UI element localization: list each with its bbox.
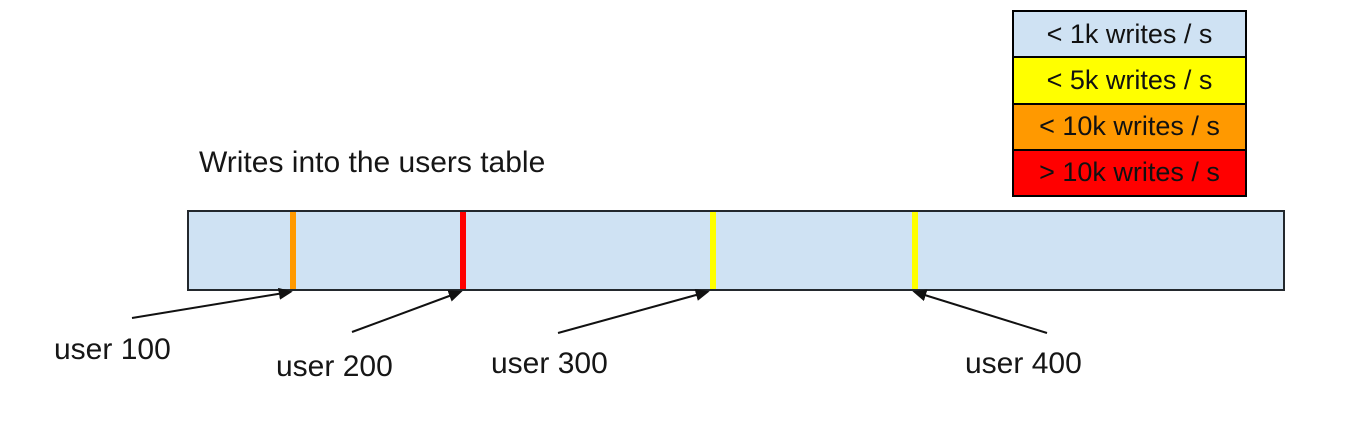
write-hotspot-stripe-user-100	[290, 212, 296, 289]
legend-item-lt-5k: < 5k writes / s	[1014, 58, 1245, 105]
arrow-user-300	[557, 289, 710, 334]
user-100-label: user 100	[54, 333, 171, 366]
users-table-bar	[187, 210, 1285, 291]
arrow-user-400	[912, 289, 1048, 334]
arrow-user-200	[351, 290, 463, 333]
legend-label-lt-10k: < 10k writes / s	[1039, 111, 1220, 142]
user-400-label: user 400	[965, 347, 1082, 380]
legend-item-lt-10k: < 10k writes / s	[1014, 104, 1245, 151]
legend-label-lt-1k: < 1k writes / s	[1046, 18, 1213, 49]
arrow-user-100	[131, 287, 293, 319]
user-300-label: user 300	[491, 347, 608, 380]
legend-item-gt-10k: > 10k writes / s	[1014, 150, 1245, 195]
legend: < 1k writes / s < 5k writes / s < 10k wr…	[1012, 10, 1247, 197]
write-hotspot-stripe-user-400	[912, 212, 918, 289]
user-200-label: user 200	[276, 350, 393, 383]
legend-label-gt-10k: > 10k writes / s	[1039, 157, 1220, 188]
legend-item-lt-1k: < 1k writes / s	[1014, 12, 1245, 59]
write-hotspot-stripe-user-300	[710, 212, 716, 289]
write-hotspot-stripe-user-200	[460, 212, 466, 289]
diagram-title: Writes into the users table	[199, 146, 546, 179]
legend-label-lt-5k: < 5k writes / s	[1046, 64, 1213, 95]
